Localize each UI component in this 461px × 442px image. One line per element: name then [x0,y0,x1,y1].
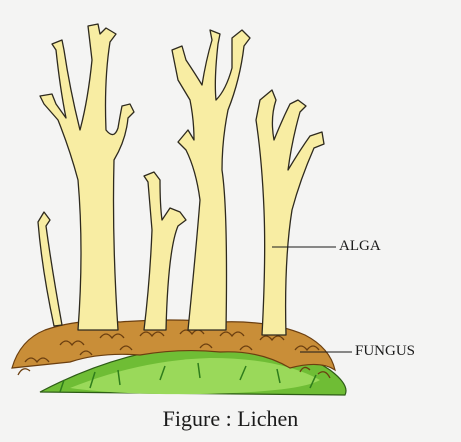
fungus-label: FUNGUS [355,343,415,360]
figure-caption: Figure : Lichen [0,406,461,432]
alga-stalks [38,24,324,335]
alga-label: ALGA [339,238,381,255]
